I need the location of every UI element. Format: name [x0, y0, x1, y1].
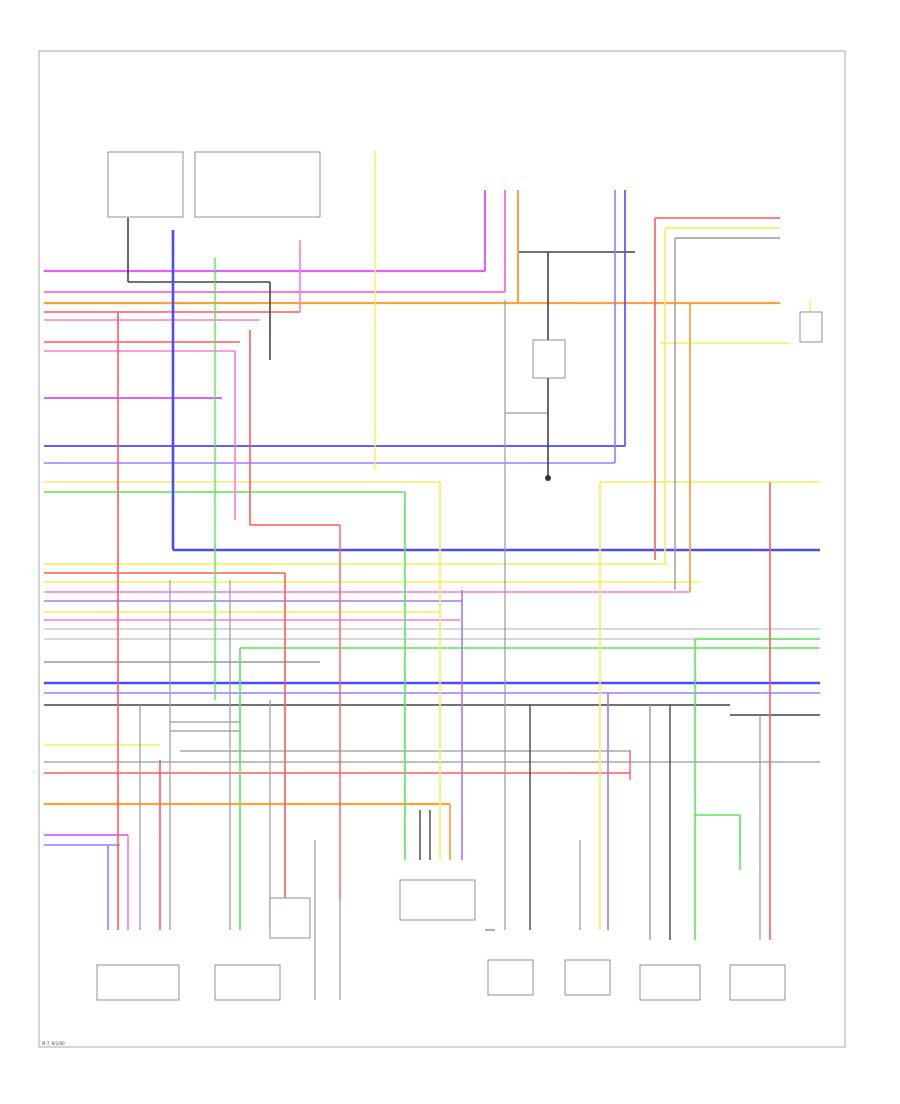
connector-right-3 [639, 964, 701, 1001]
relay-box-right [532, 339, 566, 379]
ground-point-icon [545, 475, 551, 481]
vertical-wires [107, 150, 811, 1000]
ecm-connector-box [399, 879, 476, 921]
connector-left-2 [214, 964, 281, 1001]
diagram-frame [38, 50, 846, 1048]
bottom-connectors [96, 929, 786, 1001]
connector-right-2 [564, 959, 611, 996]
page-ref: M 7, 8/2/00 [42, 1041, 65, 1046]
horizontal-wires [44, 217, 820, 846]
relay-box-center [194, 151, 321, 218]
connector-left-1 [96, 964, 180, 1001]
module-box-center [269, 897, 311, 939]
relay-box-left [107, 151, 184, 218]
connector-right-4 [729, 964, 786, 1001]
sensor-box-right [799, 311, 823, 343]
connector-right-1 [487, 959, 534, 996]
top-components [107, 151, 823, 939]
